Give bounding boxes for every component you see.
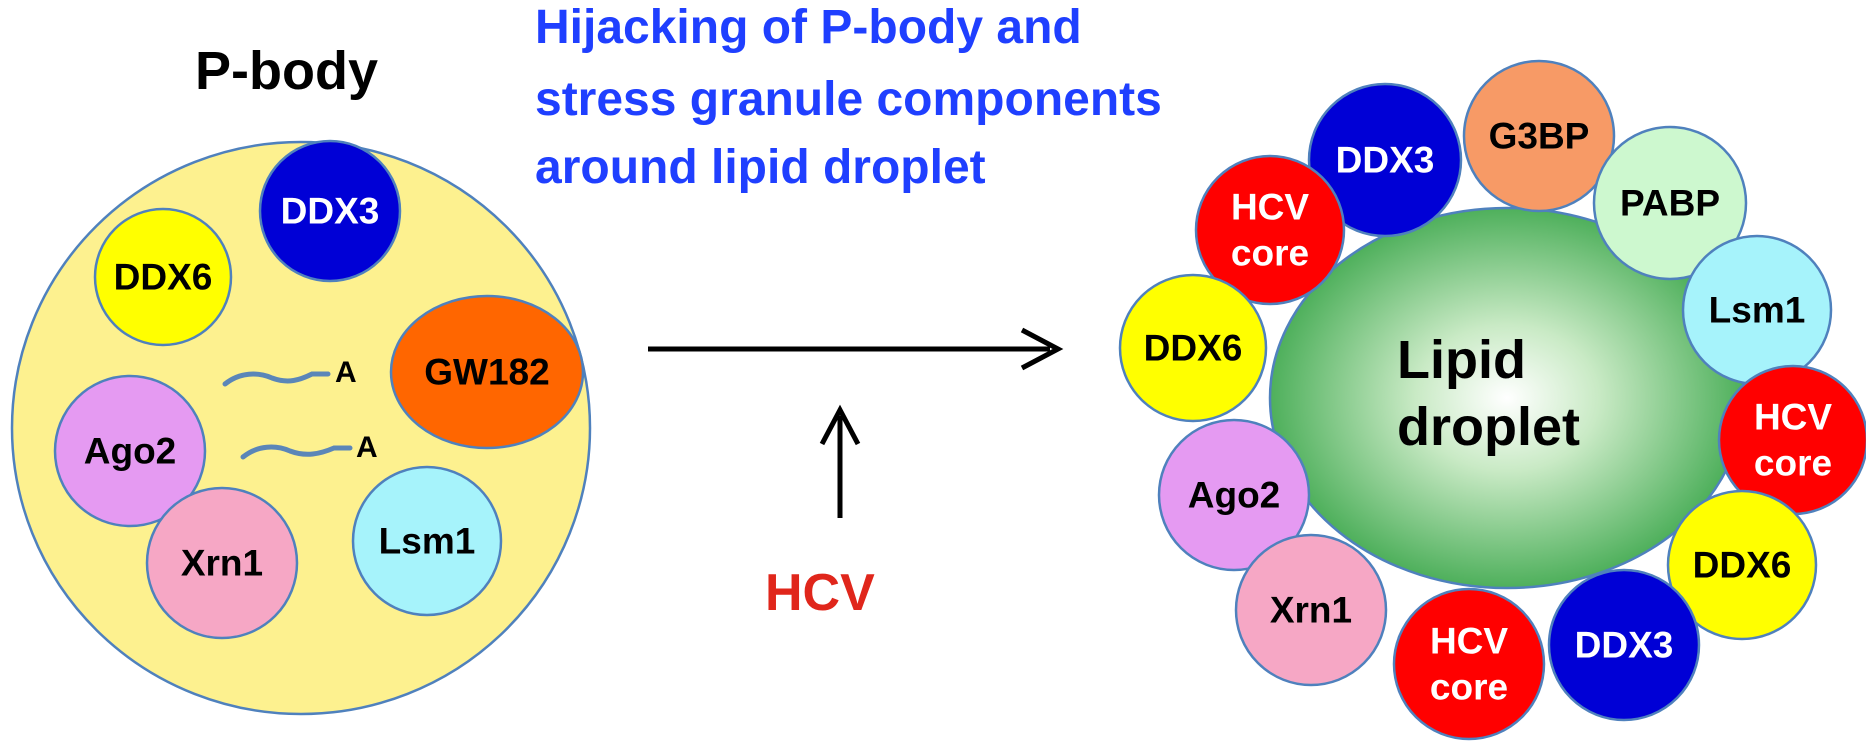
lipid-droplet-label-1: Lipid xyxy=(1397,330,1526,390)
lipid-component-hcv-core: HCV core xyxy=(1392,587,1546,741)
lipid-component-ddx6: DDX6 xyxy=(1666,489,1818,641)
pbody-component-ago2: Ago2 xyxy=(53,374,207,528)
p-body: P-body DDX3 DDX6 GW182 Ago2 Xrn1 Lsm1 xyxy=(10,41,592,716)
lipid-component-label: HCV xyxy=(1754,397,1832,438)
mrna-2: A xyxy=(240,431,378,464)
lipid-component-label: Ago2 xyxy=(1188,475,1281,516)
svg-text:DDX3: DDX3 xyxy=(281,191,380,232)
mrna-1: A xyxy=(222,356,357,389)
hcv-arrow xyxy=(819,404,861,518)
lipid-droplet: Lipid droplet DDX3G3BPPABPHCVcoreLsm1DDX… xyxy=(1118,59,1866,741)
caption-line-1: Hijacking of P-body and xyxy=(535,1,1082,54)
caption: Hijacking of P-body and stress granule c… xyxy=(535,1,1162,194)
caption-line-2: stress granule components xyxy=(535,73,1162,126)
lipid-component-pabp: PABP xyxy=(1592,125,1748,281)
lipid-droplet-components: DDX3G3BPPABPHCVcoreLsm1DDX6HCVcoreAgo2DD… xyxy=(1118,59,1866,741)
lipid-component-label: Lsm1 xyxy=(1709,290,1806,331)
lipid-component-label: DDX6 xyxy=(1144,328,1243,369)
lipid-component-ddx3: DDX3 xyxy=(1547,568,1701,722)
lipid-component-ago2: Ago2 xyxy=(1157,418,1311,572)
lipid-component-label: core xyxy=(1754,443,1832,484)
lipid-component-label: DDX3 xyxy=(1575,625,1674,666)
transition-arrow xyxy=(648,327,1064,371)
lipid-component-g3bp: G3BP xyxy=(1462,59,1616,213)
svg-text:GW182: GW182 xyxy=(424,352,549,393)
svg-text:Ago2: Ago2 xyxy=(84,431,177,472)
svg-text:Lsm1: Lsm1 xyxy=(379,521,476,562)
lipid-component-label: DDX6 xyxy=(1693,545,1792,586)
lipid-component-label: PABP xyxy=(1620,183,1720,224)
lipid-component-ddx6: DDX6 xyxy=(1118,273,1268,423)
lipid-component-label: Xrn1 xyxy=(1270,590,1352,631)
svg-text:DDX6: DDX6 xyxy=(114,257,213,298)
lipid-component-label: core xyxy=(1231,233,1309,274)
caption-line-3: around lipid droplet xyxy=(535,141,986,194)
lipid-component-label: core xyxy=(1430,667,1508,708)
hcv-label: HCV xyxy=(765,564,875,622)
lipid-component-lsm1: Lsm1 xyxy=(1681,234,1833,386)
poly-a-label: A xyxy=(335,356,357,389)
lipid-component-hcv-core: HCV core xyxy=(1194,154,1346,306)
lipid-component-ddx3: DDX3 xyxy=(1307,82,1463,238)
lipid-component-xrn1: Xrn1 xyxy=(1234,533,1388,687)
lipid-component-label: G3BP xyxy=(1489,116,1590,157)
poly-a-label: A xyxy=(356,431,378,464)
lipid-droplet-label-2: droplet xyxy=(1397,397,1580,457)
lipid-component-label: DDX3 xyxy=(1336,140,1435,181)
lipid-component-hcv-core: HCV core xyxy=(1717,364,1866,516)
pbody-component-ddx3: DDX3 xyxy=(258,139,402,283)
p-body-title: P-body xyxy=(195,41,378,101)
pbody-component-gw182: GW182 xyxy=(389,294,585,450)
svg-text:Xrn1: Xrn1 xyxy=(181,543,263,584)
pbody-component-ddx6: DDX6 xyxy=(93,207,233,347)
lipid-component-label: HCV xyxy=(1430,621,1508,662)
pbody-component-lsm1: Lsm1 xyxy=(351,465,503,617)
lipid-component-label: HCV xyxy=(1231,187,1309,228)
pbody-component-xrn1: Xrn1 xyxy=(145,486,299,640)
